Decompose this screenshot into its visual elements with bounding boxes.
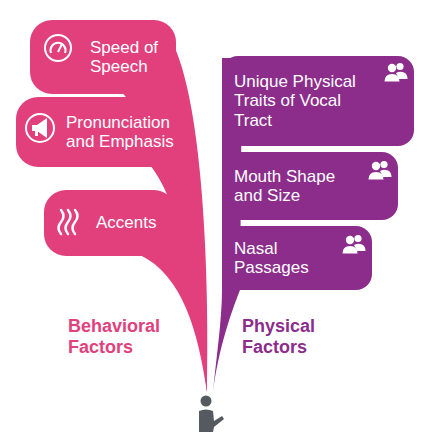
speech-bubble: Speed of Speech [30, 20, 176, 94]
icons [26, 35, 408, 254]
speedometer-icon [45, 35, 71, 61]
speech-bubble: Nasal Passages [222, 226, 372, 290]
bubble-text: Mouth Shape and Size [234, 167, 360, 205]
speech-bubble: Mouth Shape and Size [222, 152, 398, 220]
person-body [199, 410, 224, 432]
bubble-shape [16, 97, 186, 167]
waves-icon [59, 210, 78, 234]
group-label: Physical Factors [242, 316, 352, 357]
people-icon [343, 235, 366, 254]
bubble-shape [222, 152, 398, 220]
group-label: Behavioral Factors [68, 316, 184, 357]
bubble-text: Accents [96, 213, 156, 232]
bubble-shape [222, 56, 414, 146]
bubble-shape [44, 190, 176, 256]
bubble-shape [30, 20, 176, 94]
speech-bubble: Unique Physical Traits of Vocal Tract [222, 56, 414, 146]
speech-bubble: Accents [44, 190, 176, 256]
bubble-text: Unique Physical Traits of Vocal Tract [234, 72, 376, 129]
people-icon [369, 161, 392, 180]
bubble-text: Speed of Speech [90, 38, 168, 76]
megaphone-icon [26, 114, 54, 142]
bubble-text: Nasal Passages [234, 239, 334, 277]
speech-bubble: Pronunciation and Emphasis [16, 97, 186, 167]
bubble-text: Pronunciation and Emphasis [66, 113, 178, 151]
person-head [201, 396, 212, 407]
person-figure [199, 396, 224, 432]
bubble-shape [222, 226, 372, 290]
bubble-layer [16, 20, 414, 290]
people-icon [385, 63, 408, 82]
